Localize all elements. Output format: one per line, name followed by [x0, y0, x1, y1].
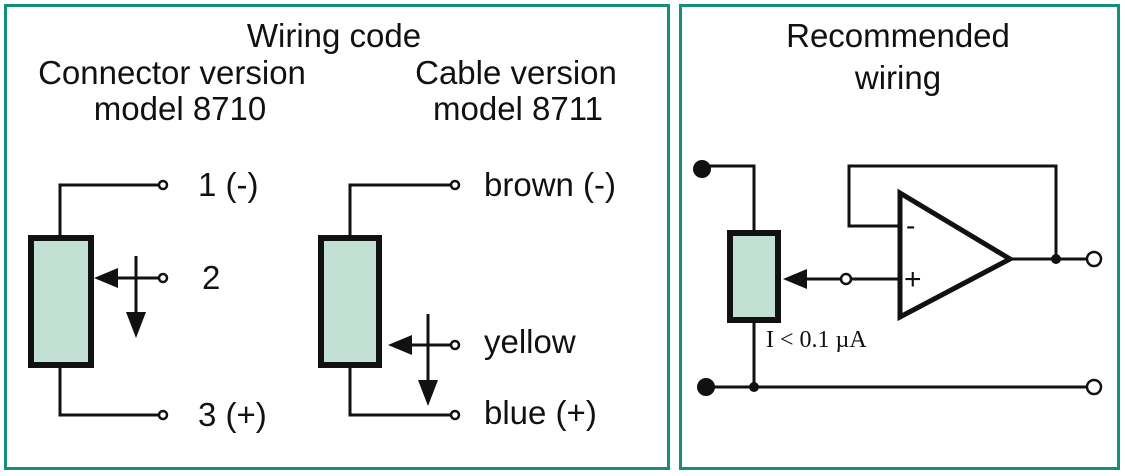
brown-wire-label: brown (-) [484, 166, 617, 203]
cable-model-label: model 8711 [432, 90, 604, 127]
output-junction-dot [1051, 254, 1061, 264]
recommended-wiring-panel [679, 4, 1120, 470]
yellow-wire-label: yellow [484, 323, 576, 360]
connector-potentiometer [28, 179, 169, 421]
cable-wire-brown [348, 183, 452, 238]
cable-terminal-yellow [449, 339, 461, 351]
connector-terminal-3 [157, 409, 169, 421]
recommended-wiring-title-line1: Recommended [786, 17, 1010, 54]
current-limit-note: I < 0.1 µA [766, 327, 867, 353]
connector-terminal-1 [157, 179, 169, 191]
blue-wire-label: blue (+) [484, 394, 597, 431]
opamp-plus-label: + [904, 263, 922, 296]
output-terminal-signal [1085, 250, 1103, 268]
opamp-triangle [897, 188, 1016, 322]
recommended-circuit [693, 160, 1103, 396]
output-terminal-ground [1085, 378, 1103, 396]
feedback-wire [847, 164, 1058, 259]
connector-adjust-arrow-icon [126, 312, 146, 338]
connector-model-label: model 8710 [93, 90, 267, 127]
supply-terminal-top [693, 160, 711, 178]
cable-version-heading: Cable version [415, 54, 617, 91]
cable-terminal-brown [449, 179, 461, 191]
wiring-code-panel [4, 4, 670, 470]
cable-potentiometer [318, 179, 461, 421]
circuit-wiper-terminal [839, 272, 853, 286]
connector-wire-pin1 [58, 183, 160, 238]
circuit-resistor-body [727, 230, 781, 323]
recommended-wiring-title-line2: wiring [854, 59, 942, 96]
circuit-wiper-arrow-icon [783, 269, 807, 289]
connector-resistor-body [28, 235, 94, 368]
cable-adjust-arrow-icon [418, 380, 438, 406]
pin1-label: 1 (-) [198, 166, 259, 203]
cable-resistor-body [318, 235, 382, 368]
opamp-minus-label: - [906, 210, 916, 241]
cable-terminal-blue [449, 409, 461, 421]
cable-wire-blue [348, 365, 452, 417]
wiring-code-title: Wiring code [246, 17, 422, 54]
pin3-label: 3 (+) [198, 396, 267, 433]
connector-version-heading: Connector version [38, 54, 306, 91]
cable-wiper-arrow-icon [388, 335, 412, 355]
connector-terminal-2 [157, 272, 169, 284]
connector-wire-pin3 [58, 365, 160, 417]
connector-wiper-arrow-icon [94, 268, 118, 288]
supply-wire-top [702, 164, 756, 233]
pin2-label: 2 [202, 259, 221, 296]
